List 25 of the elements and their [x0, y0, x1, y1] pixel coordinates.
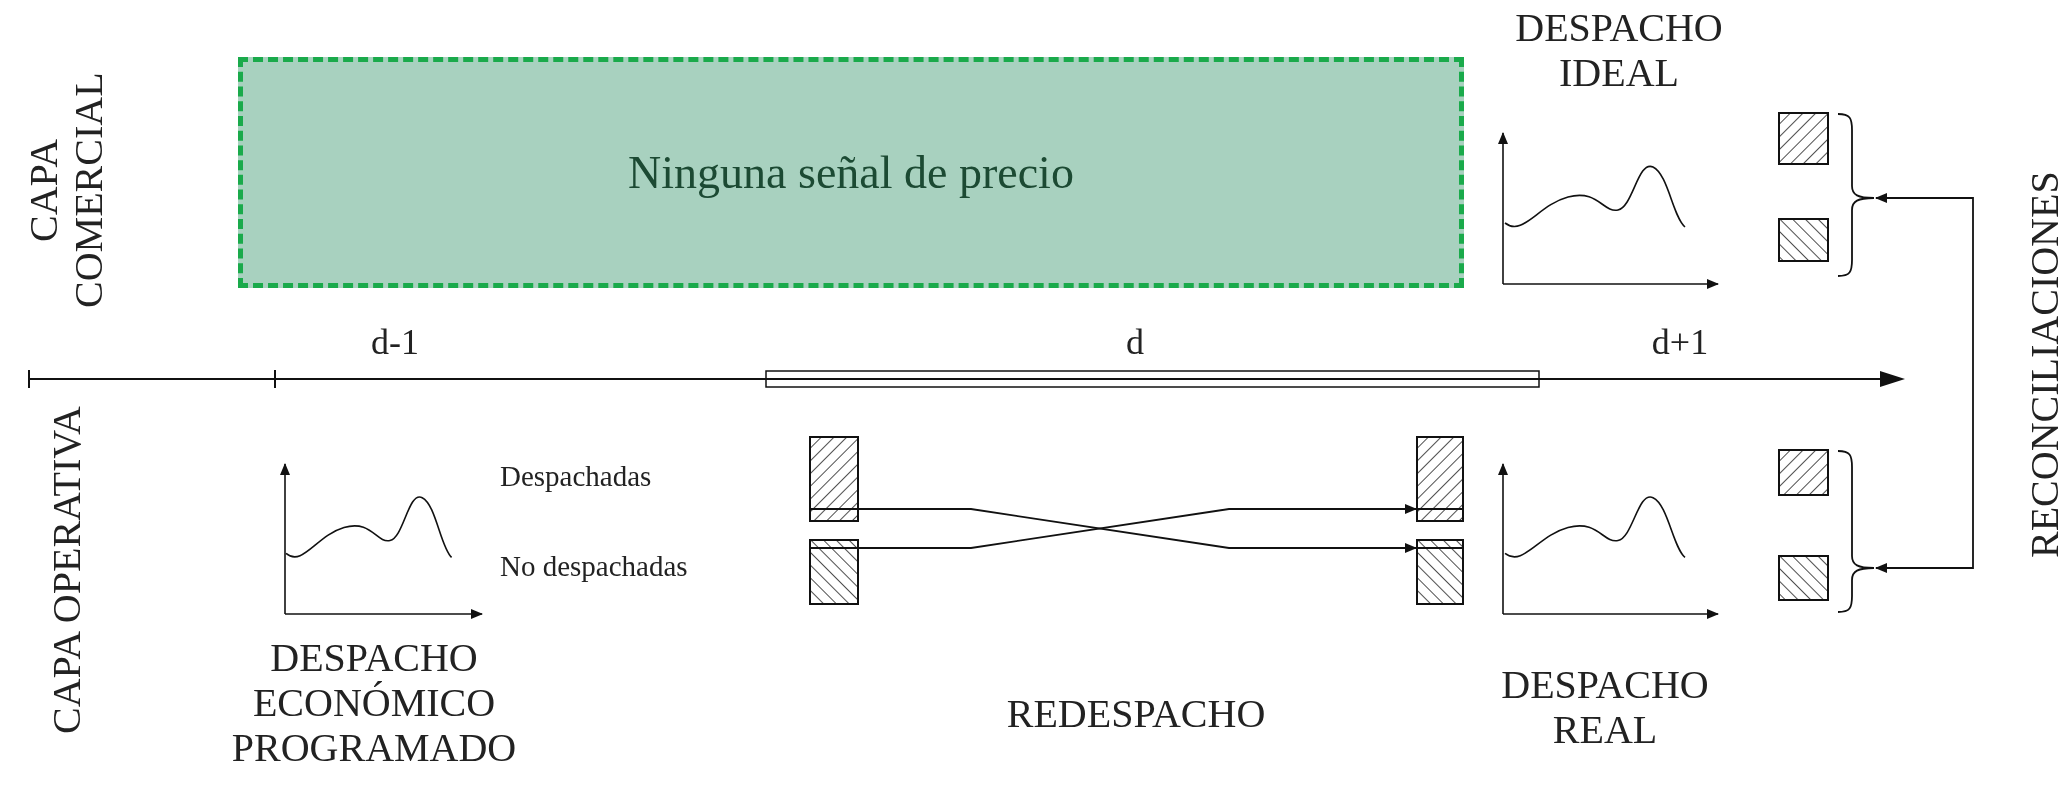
hatched-block: [1778, 218, 1829, 262]
hatched-block: [1778, 449, 1829, 496]
layer-label: CAPA OPERATIVA: [42, 405, 90, 736]
hatched-block: [809, 539, 859, 605]
layer-label: RECONCILIACIONES: [2020, 170, 2068, 561]
curly-brace: [1836, 449, 1876, 614]
hatched-block: [1778, 112, 1829, 165]
section-label: d: [1125, 322, 1145, 363]
double-arrow: [1875, 193, 1974, 573]
hatched-block: [809, 436, 859, 522]
block-label: Despachadas: [500, 460, 652, 493]
section-label: d-1: [370, 322, 420, 363]
section-label: DESPACHO ECONÓMICO PROGRAMADO: [230, 636, 518, 771]
curly-brace: [1836, 112, 1876, 278]
price-signal-box: [238, 57, 1464, 288]
hatched-block: [1778, 555, 1829, 601]
section-label: REDESPACHO: [1005, 692, 1267, 737]
hatched-block: [1416, 436, 1464, 522]
box-text: Ninguna señal de precio: [628, 146, 1074, 199]
block-label: No despachadas: [500, 550, 688, 583]
hatched-block: [1416, 539, 1464, 605]
section-label: DESPACHO REAL: [1500, 663, 1710, 753]
section-label: DESPACHO IDEAL: [1514, 6, 1724, 96]
layer-label: CAPA COMERCIAL: [20, 71, 112, 310]
section-label: d+1: [1650, 322, 1710, 363]
